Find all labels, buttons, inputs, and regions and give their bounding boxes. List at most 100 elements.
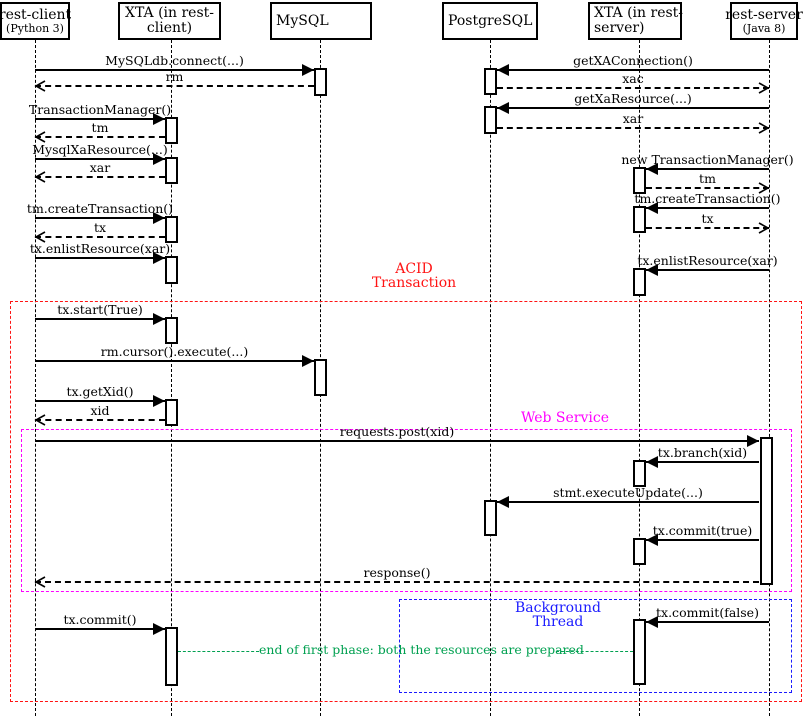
participant-postgresql: PostgreSQL bbox=[442, 2, 538, 40]
message-line bbox=[646, 621, 769, 623]
note-dash-right bbox=[556, 651, 633, 652]
activation-bar bbox=[165, 627, 178, 686]
arrowhead-icon bbox=[646, 163, 658, 175]
activation-bar bbox=[633, 167, 646, 194]
message-label: MysqlXaResource(...) bbox=[32, 142, 168, 157]
arrowhead-icon bbox=[646, 202, 658, 214]
message-label: tm bbox=[91, 120, 109, 135]
frame-web-service bbox=[21, 429, 792, 592]
message-label: tx.branch(xid) bbox=[657, 445, 748, 460]
participant-xta-rest-server: XTA (in rest-server) bbox=[588, 2, 684, 40]
message-label: rm.cursor().execute(...) bbox=[100, 344, 249, 359]
message-line bbox=[646, 168, 769, 170]
activation-bar bbox=[484, 500, 497, 536]
participant-rest-server: rest-server(Java 8) bbox=[725, 2, 803, 40]
activation-bar bbox=[165, 399, 178, 426]
arrowhead-icon bbox=[34, 130, 47, 144]
lifeline-postgresql bbox=[490, 40, 491, 716]
frame-acid-transaction bbox=[10, 301, 802, 702]
message-label: response() bbox=[363, 565, 431, 580]
message-line bbox=[497, 501, 759, 503]
message-line bbox=[646, 187, 769, 189]
message-line bbox=[35, 318, 165, 320]
arrowhead-icon bbox=[646, 456, 658, 468]
activation-bar bbox=[633, 619, 646, 685]
arrowhead-icon bbox=[757, 81, 770, 95]
arrowhead-icon bbox=[153, 623, 165, 635]
arrowhead-icon bbox=[34, 413, 47, 427]
message-label: tx.enlistResource(xar) bbox=[29, 241, 171, 256]
activation-bar bbox=[165, 317, 178, 344]
message-line bbox=[646, 539, 759, 541]
frame-label-web-service: Web Service bbox=[465, 411, 665, 425]
message-label: MySQLdb.connect(...) bbox=[105, 53, 244, 68]
frame-background-thread bbox=[399, 599, 792, 693]
message-label: xac bbox=[622, 71, 644, 86]
frame-label-line: ACID bbox=[395, 261, 433, 277]
arrowhead-icon bbox=[646, 264, 658, 276]
participant-name: server) bbox=[594, 20, 645, 36]
message-label: tx.commit(true) bbox=[652, 523, 753, 538]
message-label: xid bbox=[90, 403, 110, 418]
message-label: tm bbox=[699, 171, 716, 186]
message-label: tx.commit(false) bbox=[656, 605, 759, 620]
lifeline-rest-client bbox=[35, 40, 36, 716]
message-line bbox=[646, 227, 769, 229]
participant-name: XTA (in rest- bbox=[594, 5, 684, 21]
arrowhead-icon bbox=[34, 79, 47, 93]
lifeline-xta-rest-client bbox=[171, 40, 172, 716]
participant-name: client) bbox=[146, 20, 193, 36]
message-label: xar bbox=[622, 111, 644, 126]
message-label: tx bbox=[701, 211, 714, 226]
frame-label-line: Web Service bbox=[520, 410, 610, 426]
activation-bar bbox=[484, 68, 497, 95]
message-label: getXAConnection() bbox=[573, 53, 693, 68]
message-line bbox=[646, 207, 769, 209]
participant-subtitle: (Python 3) bbox=[6, 21, 64, 35]
activation-bar bbox=[633, 206, 646, 233]
message-label: rm bbox=[165, 69, 184, 84]
message-line bbox=[497, 87, 769, 89]
message-line bbox=[35, 581, 759, 583]
message-label: tx bbox=[93, 220, 107, 235]
frame-label-line: Thread bbox=[532, 614, 584, 630]
message-line bbox=[35, 419, 165, 421]
message-line bbox=[35, 236, 165, 238]
activation-bar bbox=[314, 68, 327, 96]
arrowhead-icon bbox=[153, 153, 165, 165]
arrowhead-icon bbox=[302, 355, 314, 367]
message-label: new TransactionManager() bbox=[621, 152, 794, 167]
message-label: tx.start(True) bbox=[57, 302, 143, 317]
message-line bbox=[35, 217, 165, 219]
activation-bar bbox=[484, 106, 497, 134]
arrowhead-icon bbox=[153, 212, 165, 224]
message-line bbox=[646, 461, 759, 463]
message-label: tx.getXid() bbox=[66, 384, 134, 399]
arrowhead-icon bbox=[497, 102, 509, 114]
frame-label-line: Background bbox=[514, 600, 602, 616]
message-line bbox=[35, 118, 165, 120]
activation-bar bbox=[165, 157, 178, 184]
participant-name: rest-client bbox=[0, 6, 72, 23]
message-line bbox=[497, 107, 769, 109]
arrowhead-icon bbox=[497, 496, 509, 508]
activation-bar bbox=[633, 538, 646, 565]
message-label: getXaResource(...) bbox=[574, 91, 692, 106]
arrowhead-icon bbox=[153, 395, 165, 407]
message-label: TransactionManager() bbox=[28, 102, 172, 117]
participant-subtitle: (Java 8) bbox=[742, 21, 786, 35]
message-line bbox=[35, 628, 165, 630]
activation-bar bbox=[165, 117, 178, 144]
arrowhead-icon bbox=[497, 64, 509, 76]
arrowhead-icon bbox=[747, 435, 759, 447]
message-label: requests.post(xid) bbox=[339, 424, 455, 439]
message-line bbox=[646, 269, 769, 271]
participant-mysql: MySQL bbox=[270, 2, 372, 40]
message-line bbox=[35, 400, 165, 402]
arrowhead-icon bbox=[153, 252, 165, 264]
message-line bbox=[35, 360, 314, 362]
participant-name: rest-server bbox=[725, 6, 803, 23]
message-label: tx.commit() bbox=[63, 612, 137, 627]
